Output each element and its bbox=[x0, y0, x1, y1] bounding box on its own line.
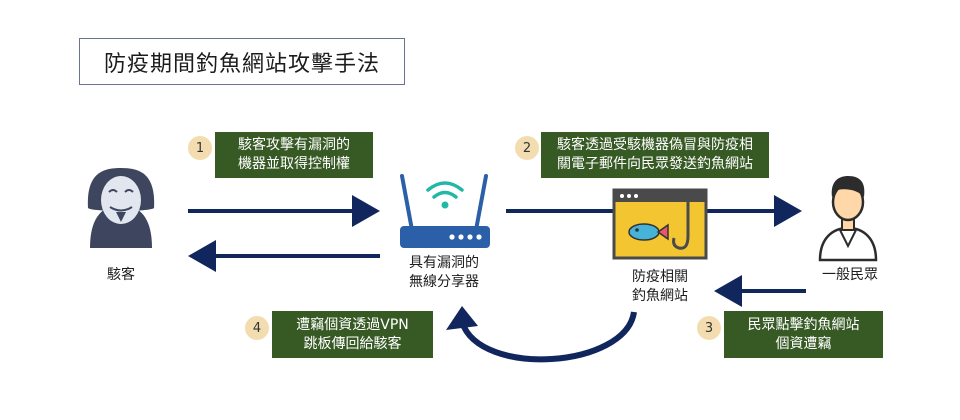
router-label: 具有漏洞的 無線分享器 bbox=[396, 254, 492, 292]
hacker-icon bbox=[87, 168, 155, 248]
step-1-line-1: 駭客攻擊有漏洞的 bbox=[238, 137, 350, 153]
step-3-box: 民眾點擊釣魚網站 個資遭竊 bbox=[724, 311, 883, 358]
step-3-number: 3 bbox=[697, 316, 721, 340]
step-4-number: 4 bbox=[245, 316, 269, 340]
phishing-site-icon bbox=[612, 188, 708, 260]
page-title: 防疫期間釣魚網站攻擊手法 bbox=[79, 38, 405, 85]
arrow-site-to-router bbox=[459, 311, 637, 363]
phishing-site-label: 防疫相關 釣魚網站 bbox=[616, 268, 704, 306]
step-1-line-2: 機器並取得控制權 bbox=[238, 156, 350, 172]
router-icon bbox=[400, 174, 490, 248]
step-2-line-1: 駭客透過受駭機器偽冒與防疫相 bbox=[557, 137, 753, 153]
step-2-box: 駭客透過受駭機器偽冒與防疫相 關電子郵件向民眾發送釣魚網站 bbox=[541, 132, 769, 178]
step-2-line-2: 關電子郵件向民眾發送釣魚網站 bbox=[557, 156, 753, 172]
phishing-site-label-line-2: 釣魚網站 bbox=[632, 288, 688, 304]
step-2-number: 2 bbox=[515, 136, 539, 160]
step-1-box: 駭客攻擊有漏洞的 機器並取得控制權 bbox=[215, 132, 373, 178]
arrow-site-to-router-head bbox=[446, 306, 478, 330]
phishing-site-label-line-1: 防疫相關 bbox=[632, 269, 688, 285]
step-3-line-2: 個資遭竊 bbox=[775, 335, 832, 352]
step-4-line-1: 遭竊個資透過VPN bbox=[296, 316, 409, 333]
router-label-line-1: 具有漏洞的 bbox=[409, 255, 479, 271]
step-4-line-2: 跳板傳回給駭客 bbox=[303, 335, 402, 352]
step-3-line-1: 民眾點擊釣魚網站 bbox=[747, 316, 860, 333]
step-4-box: 遭竊個資透過VPN 跳板傳回給駭客 bbox=[272, 311, 433, 358]
public-label: 一般民眾 bbox=[822, 267, 878, 283]
step-1-number: 1 bbox=[188, 136, 212, 160]
router-label-line-2: 無線分享器 bbox=[409, 274, 479, 290]
public-person-icon bbox=[818, 176, 878, 262]
hacker-label: 駭客 bbox=[107, 267, 135, 283]
